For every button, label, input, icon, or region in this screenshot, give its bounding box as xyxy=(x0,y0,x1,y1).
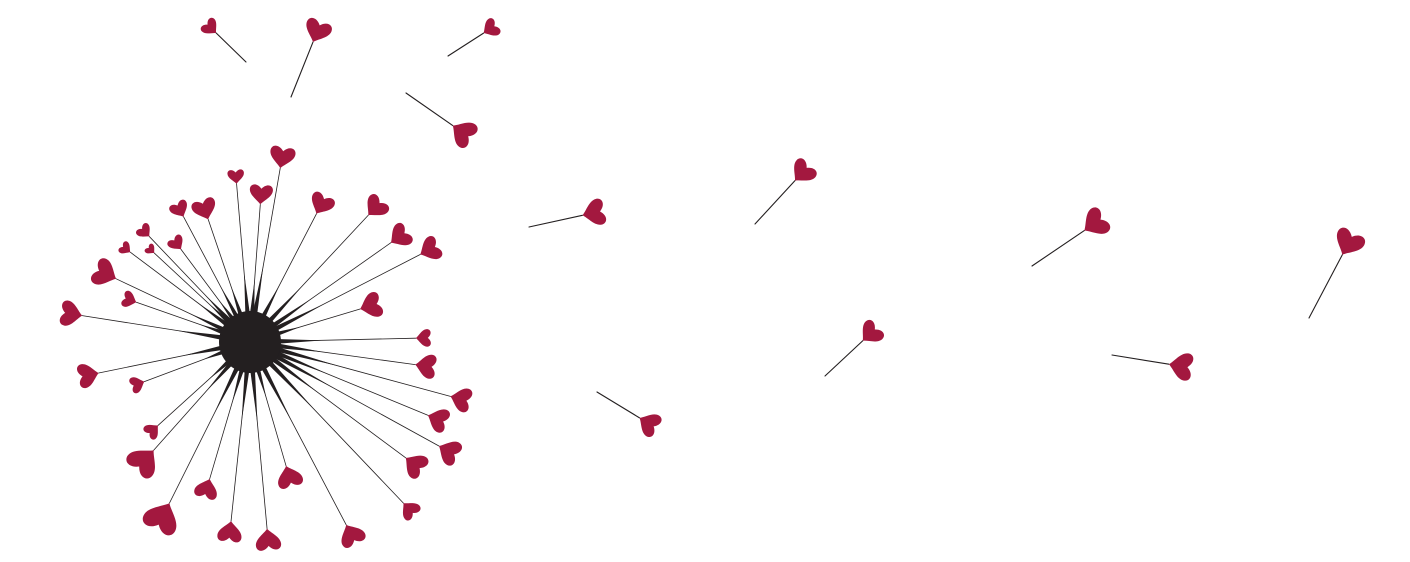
attached-heart-1 xyxy=(227,169,244,184)
attached-heart-16 xyxy=(59,300,83,326)
attached-heart-17 xyxy=(415,329,431,347)
seed-fan-29 xyxy=(263,356,316,411)
attached-heart-6 xyxy=(169,199,187,217)
seed-fan-layer xyxy=(175,264,339,425)
floating-stem-5 xyxy=(754,180,796,225)
seed-fan-2 xyxy=(249,280,255,321)
floating-stem-9 xyxy=(1111,354,1170,365)
seed-fan-24 xyxy=(268,350,334,388)
attached-heart-23 xyxy=(143,424,158,440)
seed-fan-26 xyxy=(266,353,319,394)
attached-heart-19 xyxy=(76,364,99,389)
attached-heart-12 xyxy=(420,236,443,260)
seed-fan-33 xyxy=(257,360,293,423)
floating-heart-4 xyxy=(582,198,607,225)
stems-layer xyxy=(81,32,1343,530)
attached-heart-13 xyxy=(91,258,117,285)
attached-heart-8 xyxy=(167,234,183,250)
seed-fan-28 xyxy=(231,362,247,404)
attached-heart-25 xyxy=(126,450,155,479)
attached-heart-7 xyxy=(136,223,150,237)
attached-heart-31 xyxy=(217,521,242,543)
floating-heart-0 xyxy=(200,17,217,34)
floating-stem-10 xyxy=(596,391,641,419)
floating-stem-3 xyxy=(405,92,454,127)
floating-stem-0 xyxy=(215,32,247,63)
floating-heart-10 xyxy=(639,414,662,438)
seed-fan-18 xyxy=(271,342,324,353)
seed-fan-3 xyxy=(257,284,280,324)
seed-fan-13 xyxy=(189,313,232,335)
dandelion-center xyxy=(219,311,281,373)
seed-fan-22 xyxy=(269,347,329,375)
floating-heart-5 xyxy=(794,158,817,181)
floating-stem-8 xyxy=(824,340,864,377)
seed-fan-1 xyxy=(244,272,251,321)
attached-heart-9 xyxy=(118,241,131,254)
floating-stem-4 xyxy=(528,214,583,228)
seed-fan-4 xyxy=(263,285,303,328)
floating-heart-3 xyxy=(452,122,478,149)
seed-fan-11 xyxy=(266,297,313,332)
attached-heart-11 xyxy=(390,222,413,246)
floating-stem-6 xyxy=(1031,230,1085,267)
floating-heart-8 xyxy=(862,319,885,342)
floating-heart-6 xyxy=(1084,207,1111,234)
seed-fan-19 xyxy=(182,343,229,356)
seed-fan-32 xyxy=(249,363,258,425)
attached-heart-24 xyxy=(438,441,463,466)
attached-heart-21 xyxy=(450,388,473,413)
seed-fan-30 xyxy=(213,360,243,416)
floating-stem-2 xyxy=(447,32,485,57)
floating-heart-2 xyxy=(483,18,501,36)
floating-stem-7 xyxy=(1308,254,1343,319)
floating-stem-1 xyxy=(290,41,314,98)
seed-fan-16 xyxy=(175,330,229,342)
seed-fan-17 xyxy=(271,338,323,345)
attached-heart-32 xyxy=(255,528,282,551)
attached-heart-15 xyxy=(360,291,384,317)
attached-heart-29 xyxy=(402,503,421,521)
attached-heart-0 xyxy=(270,145,296,169)
attached-heart-4 xyxy=(367,193,390,216)
attached-heart-22 xyxy=(427,409,450,433)
attached-heart-18 xyxy=(415,354,437,379)
attached-heart-20 xyxy=(129,377,145,394)
attached-heart-3 xyxy=(311,191,335,214)
attached-heart-14 xyxy=(121,290,137,307)
seed-fan-31 xyxy=(241,363,251,422)
seed-fan-21 xyxy=(270,345,339,366)
hearts-layer xyxy=(59,17,1366,551)
attached-heart-30 xyxy=(142,503,177,536)
floating-heart-1 xyxy=(306,17,332,43)
seed-fan-12 xyxy=(268,303,326,335)
attached-heart-10 xyxy=(144,243,155,254)
floating-heart-9 xyxy=(1168,353,1194,381)
seed-fan-25 xyxy=(205,356,238,392)
floating-heart-7 xyxy=(1336,227,1366,255)
attached-heart-5 xyxy=(191,197,216,220)
attached-heart-2 xyxy=(249,184,273,205)
attached-heart-27 xyxy=(278,466,304,489)
attached-heart-28 xyxy=(194,478,217,500)
attached-heart-33 xyxy=(341,524,366,548)
attached-heart-26 xyxy=(405,455,429,479)
